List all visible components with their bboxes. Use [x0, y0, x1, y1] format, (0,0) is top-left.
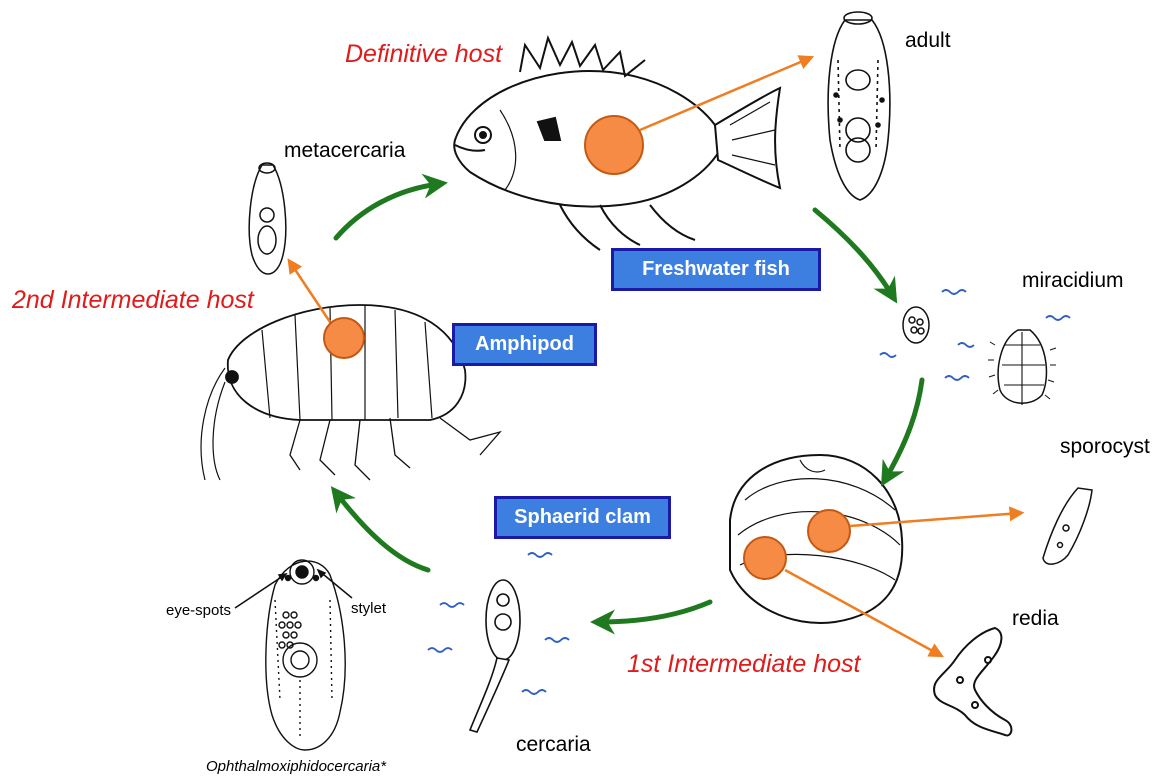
species-label: Ophthalmoxiphidocercaria*: [206, 759, 386, 774]
stylet-label: stylet: [351, 601, 386, 616]
second-intermediate-host-label: 2nd Intermediate host: [12, 288, 254, 313]
ophthalmoxiphidocercaria-drawing: [266, 560, 345, 750]
infection-site-clam-2: [744, 537, 786, 579]
miracidium-label: miracidium: [1022, 270, 1124, 291]
infection-site-amphipod: [324, 318, 364, 358]
amphipod-box: Amphipod: [452, 323, 597, 366]
sporocyst-drawing: [1043, 488, 1092, 564]
freshwater-fish-box: Freshwater fish: [611, 248, 821, 291]
infection-site-fish: [585, 116, 643, 174]
cercaria-label: cercaria: [516, 734, 591, 755]
sporocyst-label: sporocyst: [1060, 436, 1150, 457]
redia-drawing: [934, 628, 1011, 735]
metacercaria-drawing: [249, 163, 286, 274]
cercaria-drawing: [470, 580, 520, 732]
definitive-host-label: Definitive host: [345, 42, 502, 67]
sphaerid-clam-box: Sphaerid clam: [494, 496, 671, 539]
miracidium-drawing: [903, 307, 1056, 405]
first-intermediate-host-label: 1st Intermediate host: [627, 652, 860, 677]
cycle-arrow-miracidium-to-clam: [886, 380, 922, 478]
adult-label: adult: [905, 30, 951, 51]
eye-spots-label: eye-spots: [166, 603, 231, 618]
redia-label: redia: [1012, 608, 1059, 629]
metacercaria-label: metacercaria: [284, 140, 405, 161]
infection-site-clam-1: [808, 510, 850, 552]
cycle-arrow-amphipod-to-fish: [336, 184, 438, 238]
adult-fluke-drawing: [828, 12, 890, 200]
cycle-arrow-cercaria-to-amphipod: [337, 494, 428, 570]
cycle-arrow-fish-to-miracidium: [815, 210, 892, 295]
cycle-arrow-clam-to-cercaria: [600, 602, 710, 622]
